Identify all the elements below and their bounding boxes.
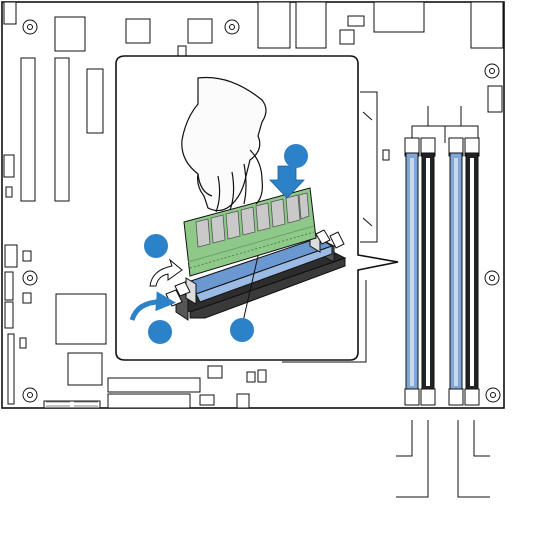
step-callout-1	[284, 144, 308, 168]
step-callout-2	[144, 234, 168, 258]
slot-b1	[449, 138, 463, 405]
magnified-inset	[116, 56, 398, 360]
slot-b2	[465, 138, 479, 405]
step-callout-4	[230, 318, 254, 342]
slot-a1	[405, 138, 419, 405]
slot-a2	[421, 138, 435, 405]
slot-leader-lines	[396, 420, 490, 497]
step-callout-3	[148, 320, 172, 344]
